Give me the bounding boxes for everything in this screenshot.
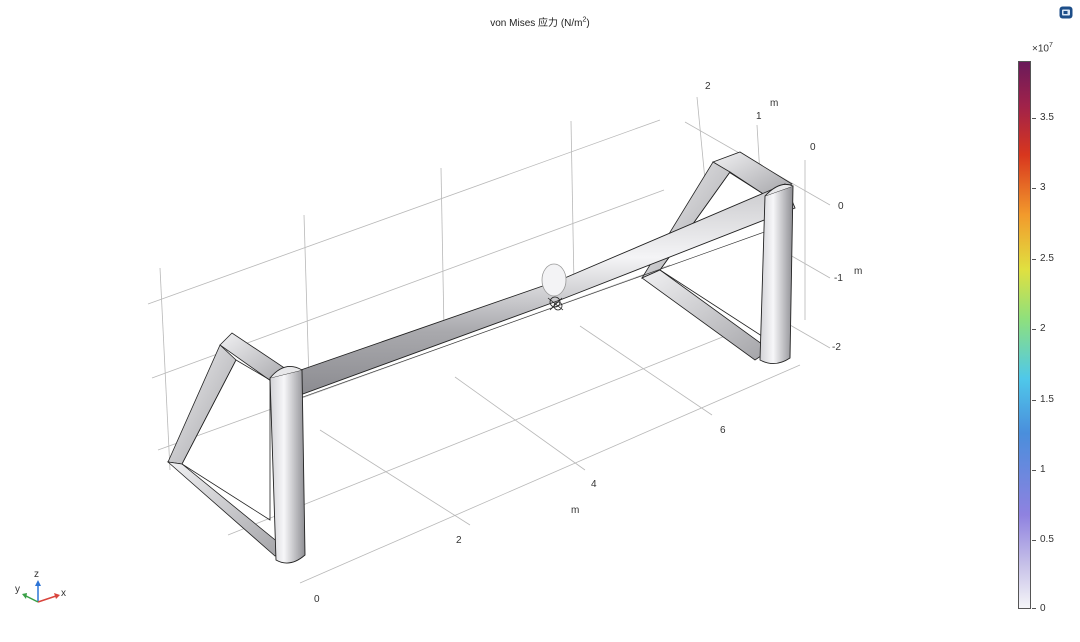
plot-title: von Mises 应力 (N/m2) xyxy=(0,14,1080,29)
z-tick-minus1: -1 xyxy=(834,273,843,284)
z-tick-0: 0 xyxy=(838,201,844,212)
colorbar-tick-mark xyxy=(1032,118,1036,119)
colorbar-tick-mark xyxy=(1032,608,1036,609)
colorbar-tick-3: 3 xyxy=(1040,182,1046,193)
x-axis-unit: m xyxy=(571,505,580,516)
colorbar-tick-mark xyxy=(1032,329,1036,330)
x-tick-6: 6 xyxy=(720,425,726,436)
colorbar-tick-mark xyxy=(1032,470,1036,471)
z-axis-unit: m xyxy=(854,266,863,277)
camera-view-icon[interactable] xyxy=(1059,6,1073,19)
left-frame xyxy=(166,332,293,557)
colorbar-tick-mark xyxy=(1032,540,1036,541)
main-beam xyxy=(294,183,796,399)
right-post xyxy=(759,183,794,364)
x-tick-0: 0 xyxy=(314,594,320,605)
colorbar-tick-0.5: 0.5 xyxy=(1040,534,1054,545)
colorbar-tick-0: 0 xyxy=(1040,603,1046,614)
x-tick-4: 4 xyxy=(591,479,597,490)
left-post xyxy=(269,365,306,564)
plot-title-exponent: 2 xyxy=(582,16,587,24)
plot-title-prefix: von Mises 应力 (N/m xyxy=(490,18,583,29)
y-tick-2: 2 xyxy=(705,81,711,92)
y-axis-unit: m xyxy=(770,98,779,109)
y-tick-1: 1 xyxy=(756,111,762,122)
axis-triad-icon xyxy=(22,580,60,603)
plot-title-suffix: ) xyxy=(586,18,590,29)
3d-graphics-canvas[interactable] xyxy=(0,0,1000,642)
colorbar-tick-mark xyxy=(1032,259,1036,260)
y-tick-0: 0 xyxy=(810,142,816,153)
triad-x-label: x xyxy=(61,588,66,599)
colorbar-multiplier-base: ×10 xyxy=(1032,43,1049,55)
x-tick-2: 2 xyxy=(456,535,462,546)
colorbar-tick-2.5: 2.5 xyxy=(1040,253,1054,264)
colorbar-multiplier: ×107 xyxy=(1032,42,1053,54)
colorbar-tick-3.5: 3.5 xyxy=(1040,112,1054,123)
colorbar-tick-mark xyxy=(1032,400,1036,401)
z-tick-minus2: -2 xyxy=(832,342,841,353)
colorbar-tick-1: 1 xyxy=(1040,464,1046,475)
colorbar-tick-mark xyxy=(1032,188,1036,189)
colorbar-multiplier-exp: 7 xyxy=(1048,42,1053,49)
triad-y-label: y xyxy=(15,584,20,595)
colorbar-legend xyxy=(1018,61,1031,609)
triad-z-label: z xyxy=(34,569,39,580)
colorbar-tick-2: 2 xyxy=(1040,323,1046,334)
colorbar-tick-1.5: 1.5 xyxy=(1040,394,1054,405)
